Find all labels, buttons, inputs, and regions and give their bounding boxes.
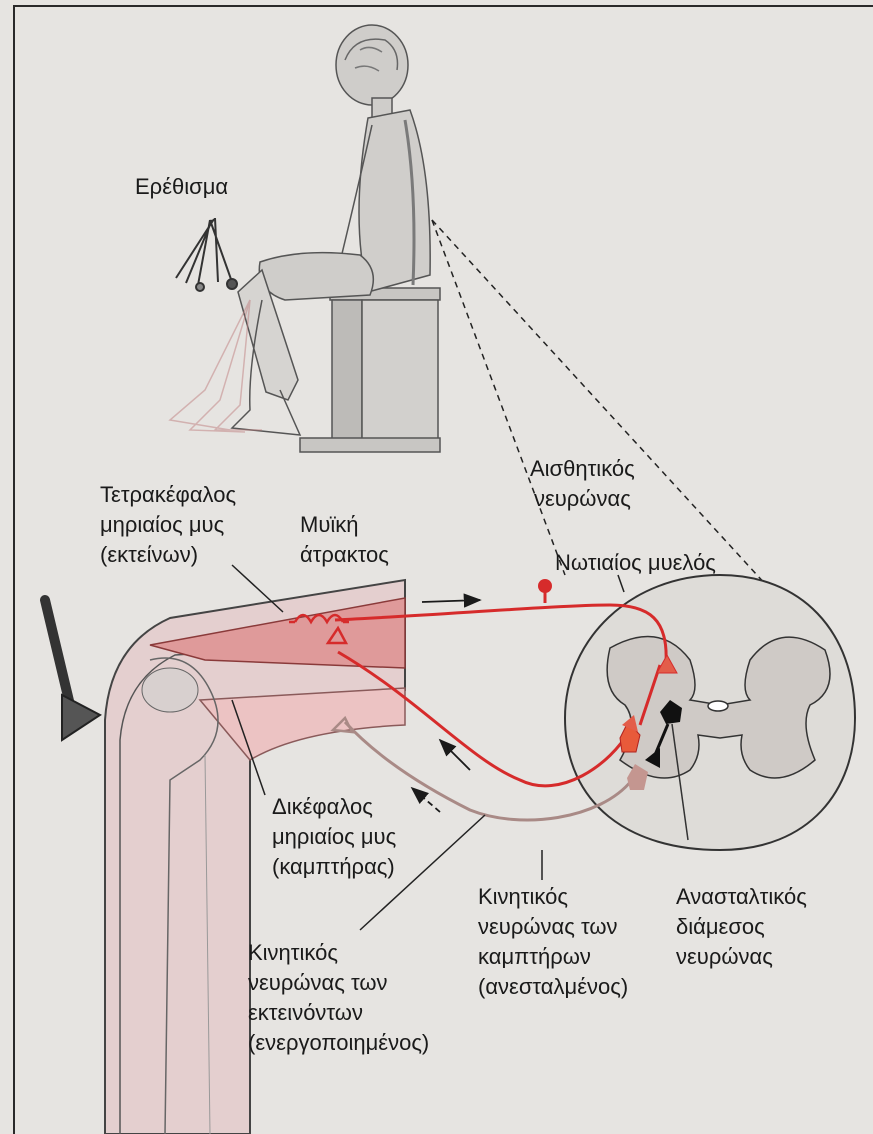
flexor-line-2: νευρώνας των — [478, 912, 628, 942]
direction-arrows — [412, 600, 480, 812]
label-inhibitory-interneuron: Ανασταλτικός διάμεσος νευρώνας — [676, 882, 807, 972]
stimulus-pendulum-icon — [176, 218, 237, 291]
label-flexor-motor-neuron: Κινητικός νευρώνας των καμπτήρων (ανεστα… — [478, 882, 628, 1002]
label-stimulus: Ερέθισμα — [135, 172, 228, 202]
reflex-hammer-icon — [45, 600, 100, 740]
inhibitory-line-1: Ανασταλτικός — [676, 882, 807, 912]
label-quadriceps: Τετρακέφαλος μηριαίος μυς (εκτείνων) — [100, 480, 236, 570]
quadriceps-line-3: (εκτείνων) — [100, 540, 236, 570]
label-extensor-motor-neuron: Κινητικός νευρώνας των εκτεινόντων (ενερ… — [248, 938, 429, 1058]
neuron-soma-icon — [538, 579, 552, 593]
spinal-cord-text: Νωτιαίος μυελός — [555, 548, 716, 578]
biceps-line-3: (καμπτήρας) — [272, 852, 396, 882]
sensory-line-2: νευρώνας — [530, 484, 635, 514]
label-spinal-cord: Νωτιαίος μυελός — [555, 548, 716, 578]
label-sensory-neuron: Αισθητικός νευρώνας — [530, 454, 635, 514]
spindle-line-2: άτρακτος — [300, 540, 389, 570]
quadriceps-line-1: Τετρακέφαλος — [100, 480, 236, 510]
inhibitory-line-2: διάμεσος — [676, 912, 807, 942]
extensor-line-4: (ενεργοποιημένος) — [248, 1028, 429, 1058]
inhibitory-line-3: νευρώνας — [676, 942, 807, 972]
biceps-line-1: Δικέφαλος — [272, 792, 396, 822]
spinal-cord-section — [565, 575, 855, 850]
label-muscle-spindle: Μυϊκή άτρακτος — [300, 510, 389, 570]
stimulus-text: Ερέθισμα — [135, 172, 228, 202]
extensor-line-2: νευρώνας των — [248, 968, 429, 998]
bench — [300, 288, 440, 452]
sensory-line-1: Αισθητικός — [530, 454, 635, 484]
quadriceps-line-2: μηριαίος μυς — [100, 510, 236, 540]
label-biceps-femoris: Δικέφαλος μηριαίος μυς (καμπτήρας) — [272, 792, 396, 882]
biceps-line-2: μηριαίος μυς — [272, 822, 396, 852]
spindle-line-1: Μυϊκή — [300, 510, 389, 540]
flexor-line-4: (ανεσταλμένος) — [478, 972, 628, 1002]
extensor-line-1: Κινητικός — [248, 938, 429, 968]
extensor-line-3: εκτεινόντων — [248, 998, 429, 1028]
flexor-line-1: Κινητικός — [478, 882, 628, 912]
flexor-line-3: καμπτήρων — [478, 942, 628, 972]
